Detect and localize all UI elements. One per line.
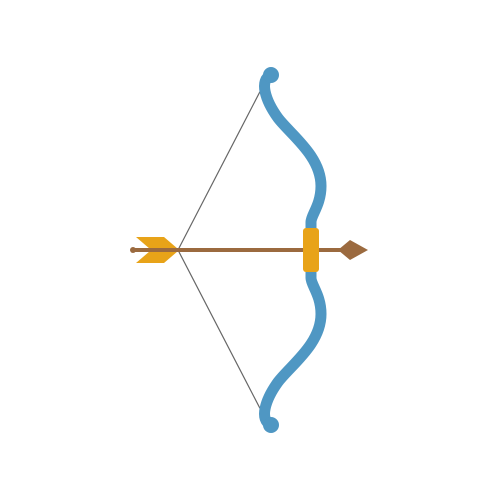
bow-string xyxy=(177,79,267,421)
bow-grip xyxy=(303,228,319,272)
bow-string-upper xyxy=(177,79,267,251)
bow-icon xyxy=(259,67,327,433)
arrow-icon xyxy=(130,237,368,263)
bow-upper-limb xyxy=(259,69,327,238)
bow-lower-limb xyxy=(259,262,327,431)
bow-upper-tip xyxy=(263,67,279,83)
bow-string-lower xyxy=(177,249,267,421)
arrow-fletching-lower xyxy=(136,251,178,263)
arrow-fletching-upper xyxy=(136,237,178,249)
arrow-shaft xyxy=(133,248,343,252)
bow-lower-tip xyxy=(263,417,279,433)
arrow-head xyxy=(338,240,368,260)
